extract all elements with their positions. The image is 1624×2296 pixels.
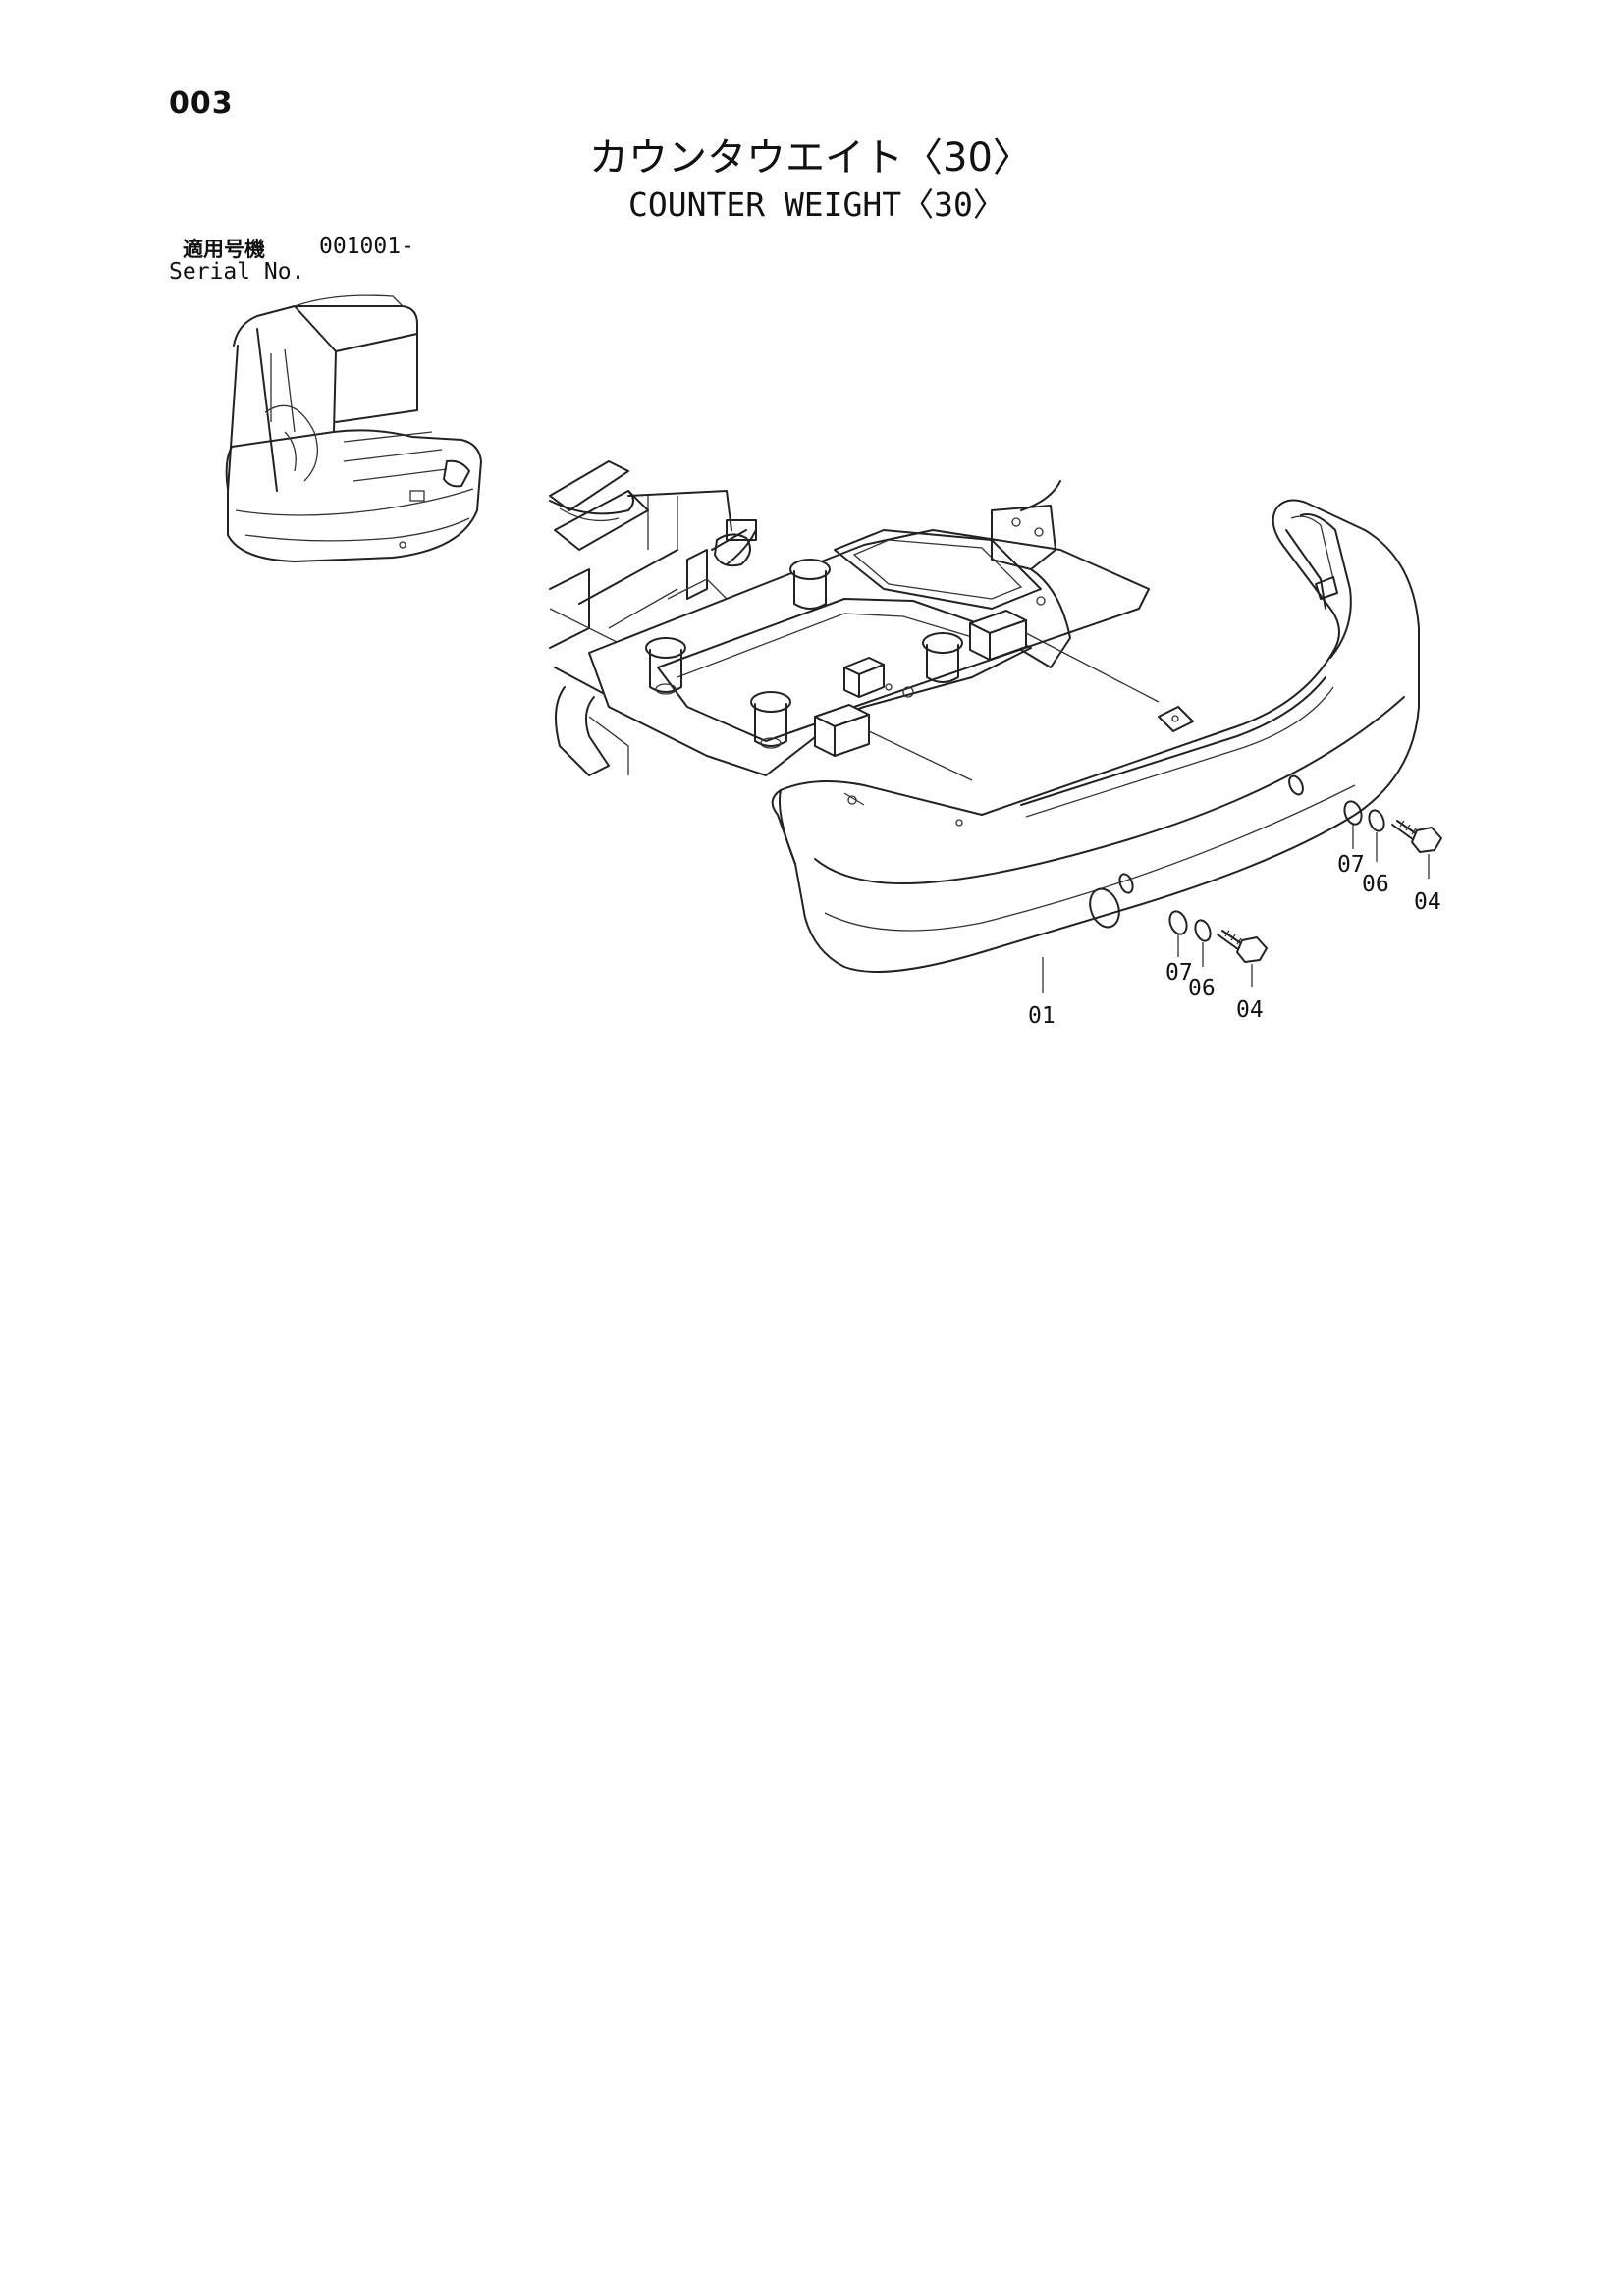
fastener-group-left [1168,910,1268,987]
serial-label-english: Serial No. [169,259,305,285]
flat-washer-07-right [1343,800,1363,826]
callout-04-bolt-left: 04 [1236,997,1264,1023]
mounting-pin-3 [789,559,831,610]
mounting-pin-2 [750,691,791,749]
page-title-japanese: カウンタウエイト〈30〉 [589,135,1032,181]
spring-washer-06-right [1368,809,1385,832]
flat-washer-07-left [1168,910,1188,935]
serial-label-japanese: 適用号機 [183,238,265,261]
page-number: 003 [169,86,234,121]
excavator-locator-thumbnail [225,294,482,562]
callout-07-flat-washer-left: 07 [1165,960,1193,986]
serial-number-value: 001001- [319,234,414,259]
parts-diagram: 01 07 06 04 07 06 04 [225,294,1442,1029]
bolt-04-right [1391,820,1442,853]
fastener-group-right [1343,800,1442,879]
counterweight-lug-right [969,610,1027,661]
callout-01-counterweight: 01 [1028,1003,1056,1029]
callout-07-flat-washer-right: 07 [1337,852,1365,878]
callout-04-bolt-right: 04 [1414,889,1441,915]
bolt-04-left [1217,930,1268,963]
mounting-pin-4 [922,632,963,683]
counterweight-lug-centre [843,657,885,698]
mounting-pin-1 [645,637,686,695]
spring-washer-06-left [1194,919,1212,942]
page-title-english: COUNTER WEIGHT〈30〉 [628,186,1005,224]
counterweight-part-01 [771,499,1420,993]
callout-06-spring-washer-left: 06 [1188,976,1216,1001]
callout-06-spring-washer-right: 06 [1362,872,1389,897]
upperstructure-frame [549,460,1160,781]
counterweight-lug-left [814,704,870,757]
